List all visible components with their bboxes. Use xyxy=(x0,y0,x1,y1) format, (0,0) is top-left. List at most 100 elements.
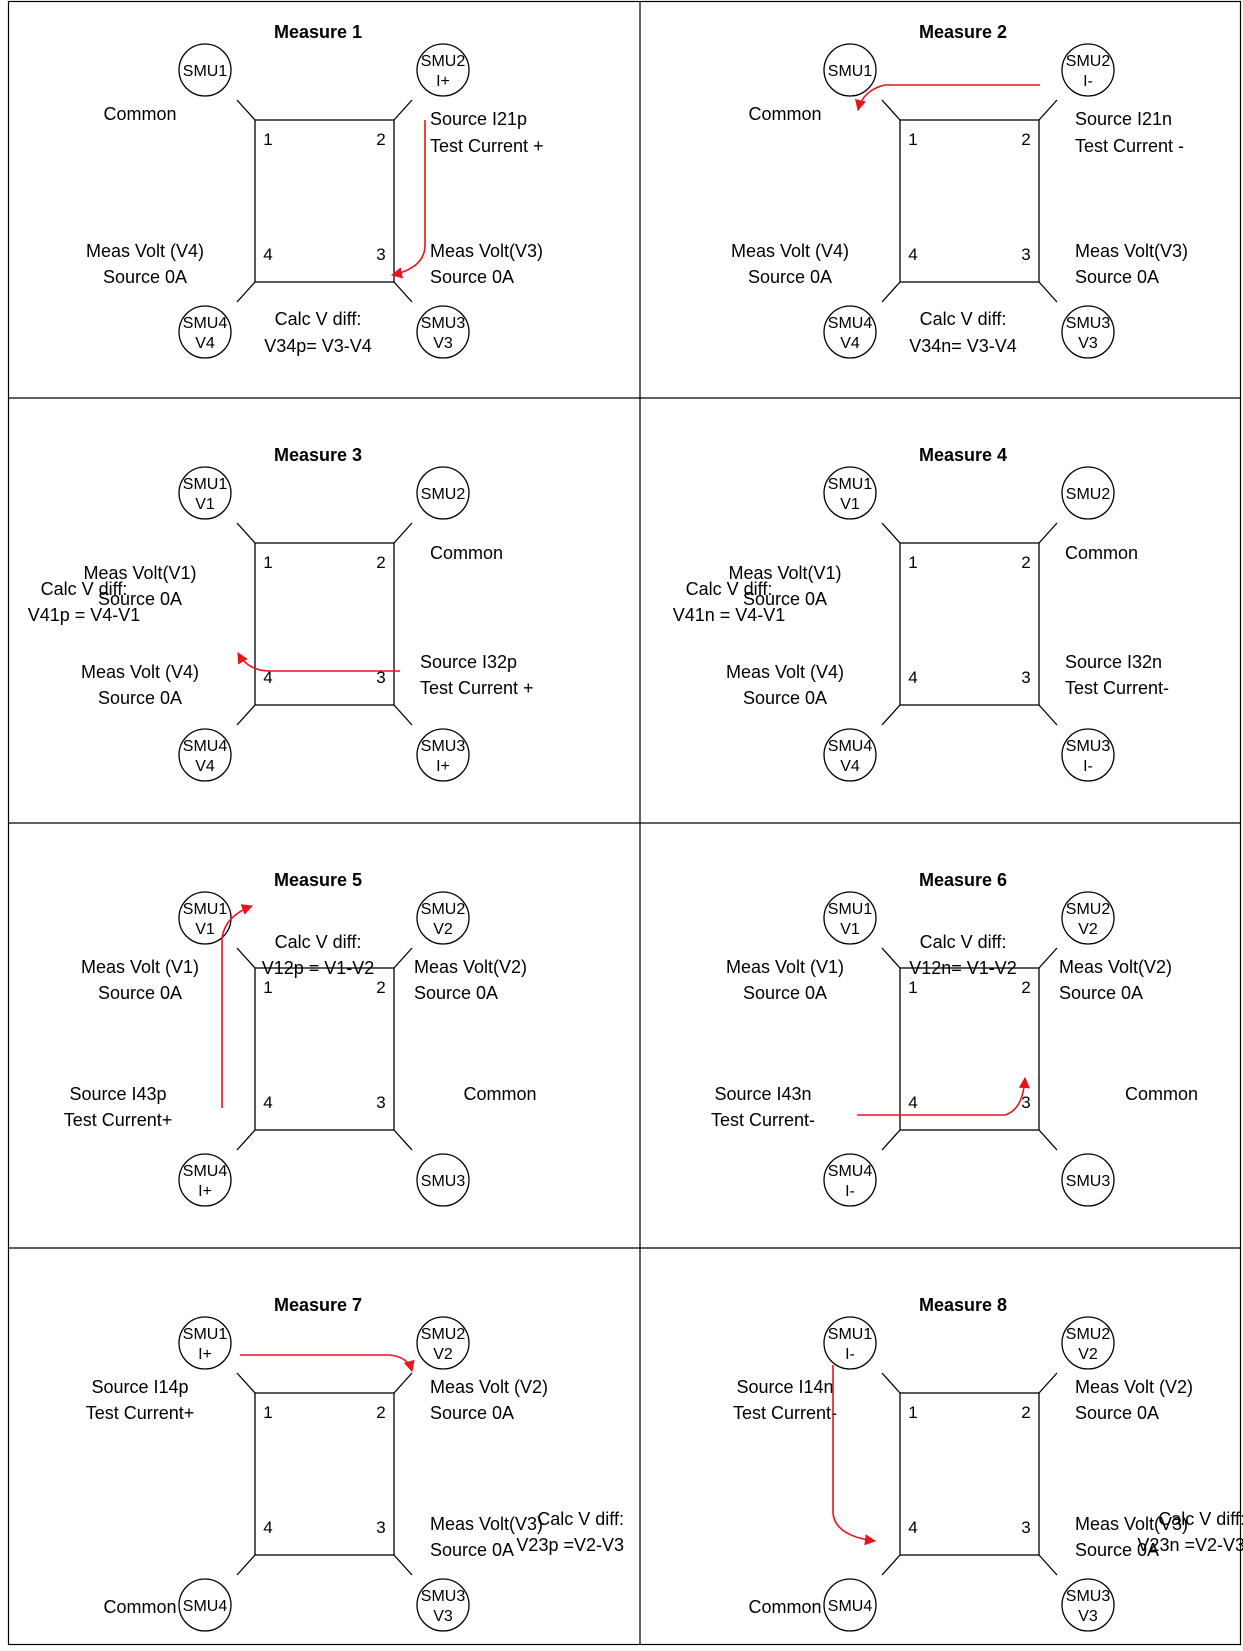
label-bl: Meas Volt (V4) xyxy=(81,662,199,682)
smu-role: V1 xyxy=(195,496,215,513)
panel-title: Measure 6 xyxy=(919,870,1007,890)
label-tl: Source 0A xyxy=(743,589,827,609)
lead-wire xyxy=(393,281,413,303)
smu-circle xyxy=(1061,1153,1115,1207)
label-tl: Test Current+ xyxy=(86,1403,195,1423)
label-tr: Meas Volt(V2) xyxy=(1059,957,1172,977)
label-tr: Source 0A xyxy=(414,983,498,1003)
smu-name: SMU4 xyxy=(828,1163,873,1180)
corner-number-3: 3 xyxy=(376,245,385,264)
label-bl: Source 0A xyxy=(748,267,832,287)
label-bl: Source I43p xyxy=(69,1084,166,1104)
smu-role: V1 xyxy=(840,496,860,513)
label-tc: Calc V diff: xyxy=(275,932,362,952)
label-br: Source 0A xyxy=(1075,1540,1159,1560)
smu-name: SMU2 xyxy=(421,1326,466,1343)
smu-name: SMU3 xyxy=(1066,1173,1111,1190)
sample-square xyxy=(899,119,1040,283)
lead-wire xyxy=(236,522,256,544)
smu-circle xyxy=(823,1153,877,1207)
label-bl: Test Current+ xyxy=(64,1110,173,1130)
label-br: Common xyxy=(1125,1084,1198,1104)
lead-wire xyxy=(393,99,413,121)
label-bl: Source 0A xyxy=(743,688,827,708)
label-bc: Calc V diff: xyxy=(920,309,1007,329)
panel-title: Measure 2 xyxy=(919,22,1007,42)
corner-number-4: 4 xyxy=(908,1518,917,1537)
label-tr: Source 0A xyxy=(430,1403,514,1423)
label-bl: Meas Volt (V4) xyxy=(86,241,204,261)
smu-role: V4 xyxy=(195,335,215,352)
label-bl: Source 0A xyxy=(103,267,187,287)
smu-name: SMU3 xyxy=(421,738,466,755)
corner-number-4: 4 xyxy=(908,1093,917,1112)
lead-wire xyxy=(881,1554,901,1576)
corner-number-3: 3 xyxy=(376,1518,385,1537)
label-br: Source I32p xyxy=(420,652,517,672)
label-br: Common xyxy=(463,1084,536,1104)
corner-number-4: 4 xyxy=(263,1093,272,1112)
smu-circle xyxy=(1061,43,1115,97)
smu-circle xyxy=(416,305,470,359)
label-tl: Meas Volt (V1) xyxy=(81,957,199,977)
corner-number-2: 2 xyxy=(376,1403,385,1422)
label-mr: V23n =V2-V3 xyxy=(1137,1535,1243,1555)
lead-wire xyxy=(1038,704,1058,726)
panel-title: Measure 5 xyxy=(274,870,362,890)
sample-square xyxy=(254,1392,395,1556)
smu-circle xyxy=(416,1316,470,1370)
label-tl: Source I14n xyxy=(736,1377,833,1397)
smu-name: SMU2 xyxy=(421,486,466,503)
smu-name: SMU2 xyxy=(1066,486,1111,503)
smu-role: V3 xyxy=(433,335,453,352)
corner-number-1: 1 xyxy=(908,130,917,149)
corner-number-1: 1 xyxy=(263,553,272,572)
label-br: Test Current- xyxy=(1065,678,1169,698)
smu-role: V4 xyxy=(840,335,860,352)
smu-role: V1 xyxy=(840,921,860,938)
smu-role: I+ xyxy=(436,758,450,775)
label-bl: Common xyxy=(748,1597,821,1617)
smu-role: I+ xyxy=(198,1346,212,1363)
corner-number-3: 3 xyxy=(1021,1093,1030,1112)
label-bl: Meas Volt (V4) xyxy=(731,241,849,261)
lead-wire xyxy=(1038,1554,1058,1576)
smu-name: SMU1 xyxy=(828,901,873,918)
label-tr: Common xyxy=(430,543,503,563)
label-tl: Common xyxy=(748,104,821,124)
label-br: Meas Volt(V3) xyxy=(430,1514,543,1534)
smu-name: SMU2 xyxy=(1066,53,1111,70)
lead-wire xyxy=(1038,1129,1058,1151)
smu-name: SMU4 xyxy=(828,315,873,332)
smu-role: V2 xyxy=(1078,1346,1098,1363)
sample-square xyxy=(254,119,395,283)
lead-wire xyxy=(881,1372,901,1394)
smu-name: SMU1 xyxy=(828,1326,873,1343)
lead-wire xyxy=(236,1554,256,1576)
corner-number-2: 2 xyxy=(1021,130,1030,149)
label-tr: Test Current - xyxy=(1075,136,1184,156)
panel-title: Measure 4 xyxy=(919,445,1007,465)
smu-circle xyxy=(1061,1578,1115,1632)
smu-name: SMU1 xyxy=(828,63,873,80)
label-tr: Source I21p xyxy=(430,109,527,129)
panel-title: Measure 1 xyxy=(274,22,362,42)
smu-name: SMU2 xyxy=(421,901,466,918)
arrow-current-path xyxy=(390,120,426,279)
smu-name: SMU2 xyxy=(1066,901,1111,918)
lead-wire xyxy=(1038,947,1058,969)
smu-circle xyxy=(823,466,877,520)
label-br: Source 0A xyxy=(430,267,514,287)
corner-number-1: 1 xyxy=(908,553,917,572)
label-tl: Source I14p xyxy=(91,1377,188,1397)
smu-circle xyxy=(416,891,470,945)
